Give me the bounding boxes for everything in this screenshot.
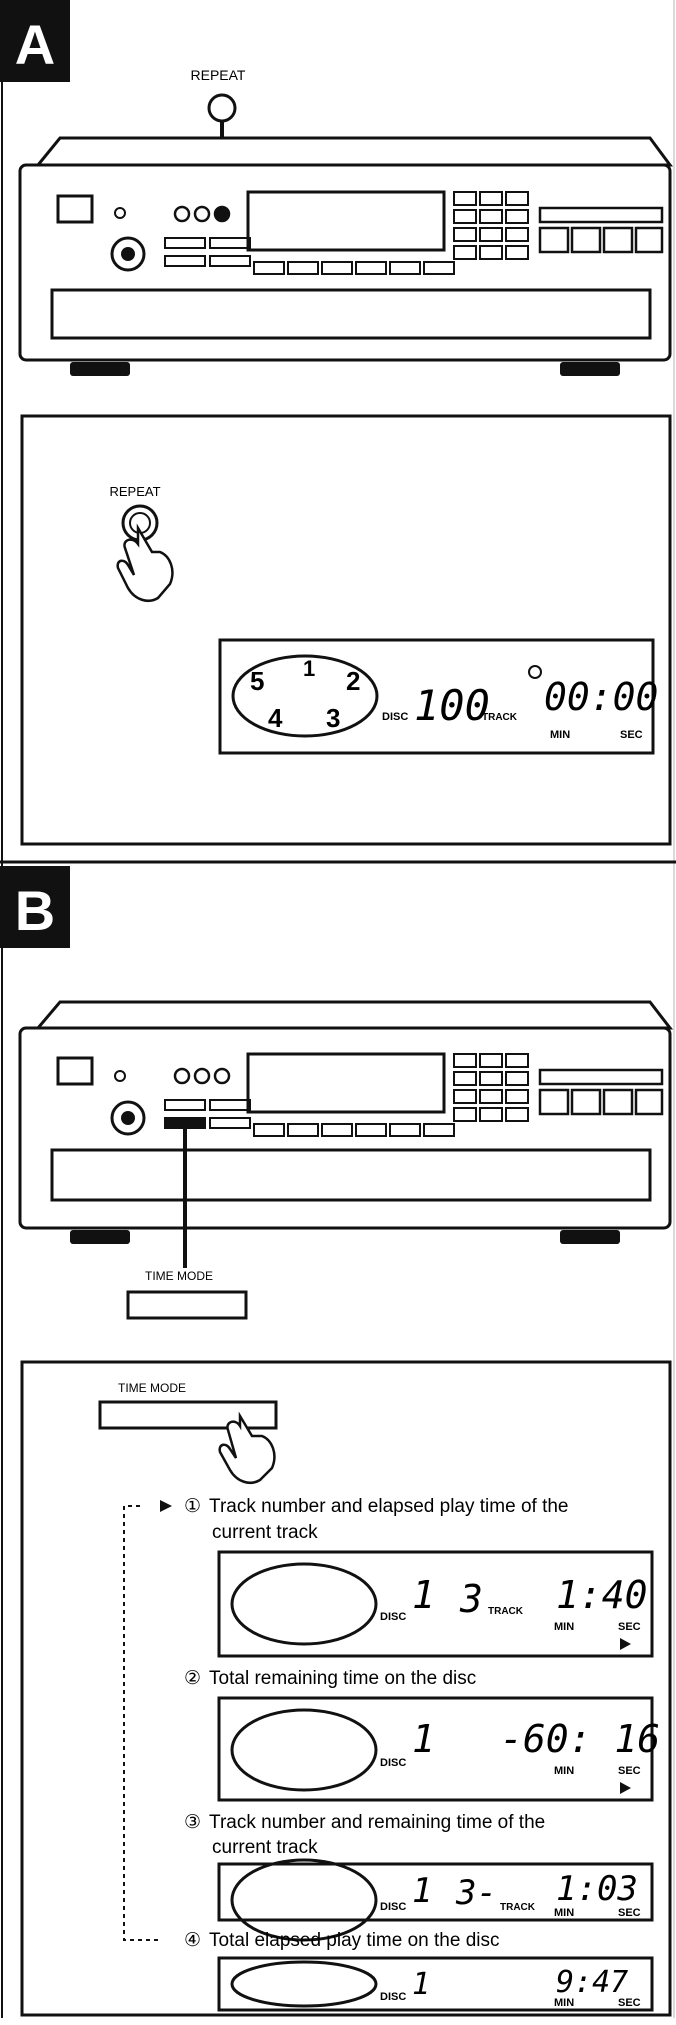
section-b: B: [0, 866, 674, 2017]
tray-number-4: 4: [268, 703, 283, 733]
repeat-button-icon: [213, 205, 231, 223]
mode-3-desc-line1: Track number and remaining time of the: [209, 1812, 545, 1833]
section-a-letter: A: [15, 13, 55, 76]
time-mode-2: ② Total remaining time on the disc DISC 1…: [184, 1668, 660, 1802]
cycle-arrow-icon: [160, 1500, 172, 1512]
time-mode-4: ④ Total elapsed play time on the disc DIS…: [184, 1930, 654, 2012]
time-mode-1: ① Track number and elapsed play time of t…: [184, 1496, 654, 1658]
time-mode-label-panel: TIME MODE: [118, 1381, 186, 1395]
mode-4-sec-label: SEC: [618, 1997, 641, 2009]
phones-volume-icon: [110, 236, 146, 272]
mode-3-min-label: MIN: [554, 1907, 574, 1919]
time-mode-button-press: [98, 1400, 278, 1430]
mode-1-time: 1:40: [556, 1573, 648, 1617]
mode-3-time: 1:03: [556, 1869, 638, 1909]
mode-2-min-label: MIN: [554, 1765, 574, 1777]
mode-2-time: -60: 16: [500, 1717, 660, 1761]
mode-1-desc-line1: Track number and elapsed play time of th…: [209, 1496, 568, 1517]
lcd-display-a: 5 1 2 4 3 DISC 100 TRACK 00:00 MIN SEC: [218, 638, 658, 755]
mode-3-sec-label: SEC: [618, 1907, 641, 1919]
mode-1-min-label: MIN: [554, 1621, 574, 1633]
repeat-label-panel: REPEAT: [109, 484, 160, 499]
mode-2-marker: ②: [184, 1668, 201, 1689]
section-b-letter-box: [0, 866, 70, 948]
tray-number-3: 3: [326, 703, 340, 733]
section-a-letter-box: [0, 0, 70, 82]
mode-3-disc: 1: [412, 1871, 432, 1911]
time-mode-button-icon: [164, 1117, 206, 1129]
disc-tray-drawer: [50, 288, 652, 340]
transport-buttons-icon: [538, 206, 664, 254]
repeat-button-callout: [207, 93, 237, 123]
mode-3-disc-label: DISC: [380, 1901, 406, 1913]
cd-changer-device-b: [18, 1000, 674, 1244]
finger-press-icon: [116, 523, 174, 602]
mode-2-sec-label: SEC: [618, 1765, 641, 1777]
time-mode-label-top: TIME MODE: [145, 1269, 213, 1283]
repeat-label-top: REPEAT: [191, 67, 246, 83]
mode-1-marker: ①: [184, 1496, 201, 1517]
track-label: TRACK: [482, 712, 518, 723]
time-readout: 00:00: [544, 675, 658, 719]
tray-number-1: 1: [303, 656, 315, 681]
tray-number-2: 2: [346, 666, 360, 696]
mode-1-disc: 1: [412, 1573, 435, 1617]
min-label: MIN: [550, 729, 570, 741]
panel-a: [20, 414, 672, 846]
repeat-indicator-icon: [528, 665, 542, 679]
mode-3-desc-line2: current track: [212, 1837, 318, 1858]
mode-1-sec-label: SEC: [618, 1621, 641, 1633]
device-display-window: [246, 190, 446, 252]
mode-4-disc: 1: [412, 1967, 430, 2002]
cycle-dotted-line: [123, 1505, 160, 1941]
mode-1-desc-line2: current track: [212, 1522, 318, 1543]
power-switch-icon: [56, 194, 94, 224]
mode-2-desc-line1: Total remaining time on the disc: [209, 1668, 476, 1689]
mode-3-marker: ③: [184, 1812, 201, 1833]
numeric-keypad-icon: [453, 191, 529, 260]
mode-4-desc-line1: Total elapsed play time on the disc: [209, 1930, 499, 1951]
tray-number-5: 5: [250, 666, 264, 696]
section-b-letter: B: [15, 879, 55, 942]
mode-4-tray-oval: [230, 1960, 378, 2008]
mode-1-track-label: TRACK: [488, 1606, 524, 1617]
mode-2-disc-label: DISC: [380, 1757, 406, 1769]
mode-4-disc-label: DISC: [380, 1991, 406, 2003]
mode-4-marker: ④: [184, 1930, 201, 1951]
sec-label: SEC: [620, 729, 643, 741]
time-mode-button-callout: [126, 1290, 248, 1320]
mode-4-time: 9:47: [556, 1965, 628, 2000]
mode-4-min-label: MIN: [554, 1997, 574, 2009]
disc-label: DISC: [382, 711, 408, 723]
mode-1-track: 3: [459, 1577, 483, 1621]
finger-press-icon-b: [218, 1411, 276, 1484]
disc-readout: 100: [414, 681, 490, 730]
mode-3-track-label: TRACK: [500, 1902, 536, 1913]
mode-3-track: 3-: [455, 1873, 497, 1913]
mode-1-disc-label: DISC: [380, 1611, 406, 1623]
cd-changer-device-a: [18, 136, 673, 376]
section-a: A REPEAT: [0, 0, 673, 846]
mode-2-disc: 1: [412, 1717, 435, 1761]
